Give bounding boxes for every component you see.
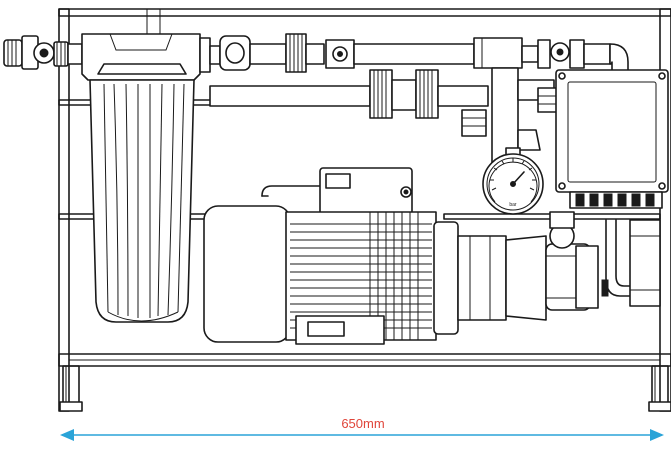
top-pipe-run xyxy=(209,33,629,79)
gauge-unit-label: bar xyxy=(509,202,517,208)
electric-motor xyxy=(203,167,459,345)
filter-housing xyxy=(81,33,211,323)
dimension-arrow-right xyxy=(650,429,664,441)
dimension-label: 650mm xyxy=(341,416,384,431)
width-dimension: 650mm xyxy=(60,416,664,441)
pressure-gauge: bar xyxy=(482,147,544,215)
control-box xyxy=(555,69,669,209)
inlet-ball-valve xyxy=(3,35,83,70)
discharge-hose xyxy=(601,219,661,307)
pump-head xyxy=(457,211,599,321)
union-pipe-run xyxy=(209,67,559,169)
dimension-arrow-left xyxy=(60,429,74,441)
